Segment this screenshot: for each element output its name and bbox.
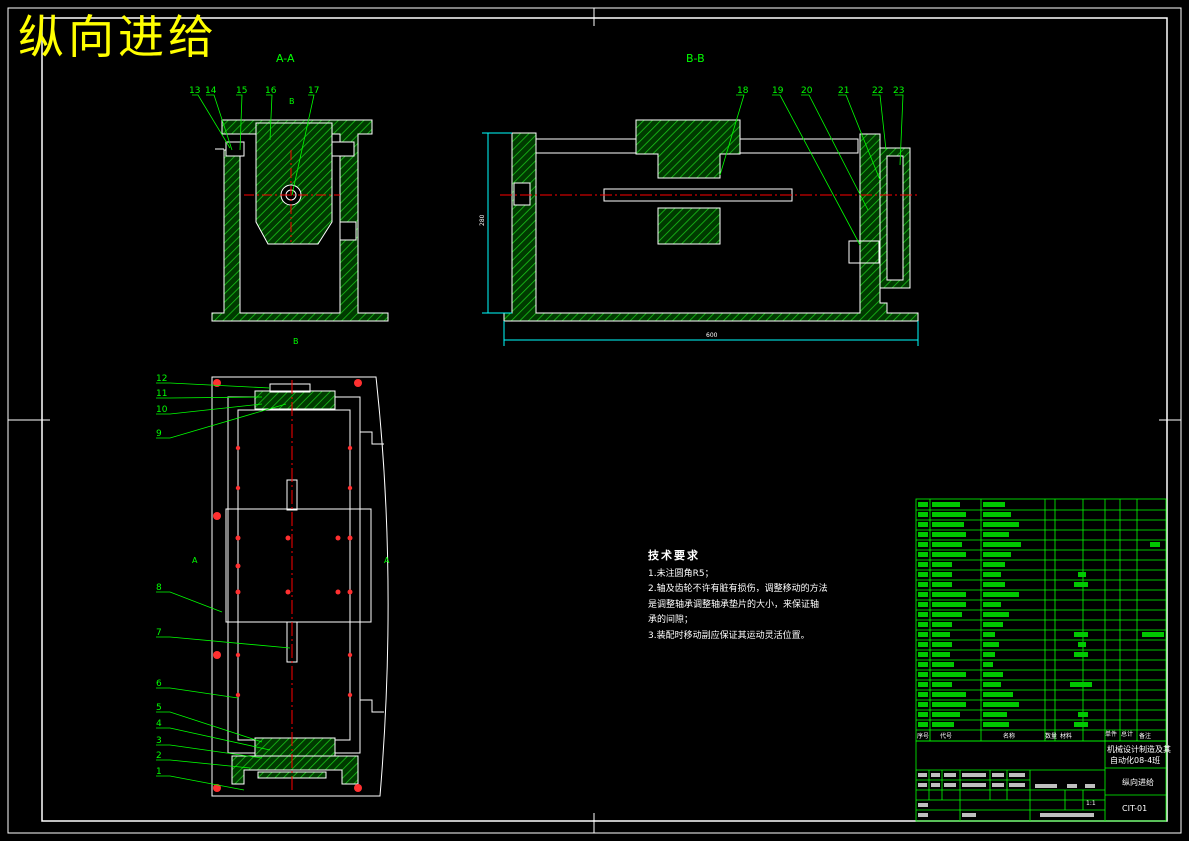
callout-12: 12 bbox=[156, 374, 167, 384]
hdr-no: 序号 bbox=[917, 732, 929, 740]
callout-8: 8 bbox=[156, 583, 162, 593]
plan-end-block-top bbox=[254, 390, 336, 410]
hdr-material: 材料 bbox=[1060, 732, 1072, 740]
hdr-code: 代号 bbox=[940, 732, 952, 740]
callout-numbers: 13 14 15 16 17 18 19 20 21 22 23 12 11 1… bbox=[156, 86, 904, 777]
plan-view bbox=[211, 376, 389, 797]
aa-body-hatch bbox=[211, 119, 389, 322]
callout-23: 23 bbox=[893, 86, 904, 96]
dim-height: 280 bbox=[479, 214, 486, 226]
dim-width: 600 bbox=[706, 332, 718, 339]
label-a-left: A bbox=[192, 556, 198, 565]
section-a-a-view bbox=[211, 119, 389, 322]
callout-19: 19 bbox=[772, 86, 784, 96]
hdr-name: 名称 bbox=[1003, 732, 1015, 740]
technical-requirements: 技术要求 1.未注圆角R5； 2.轴及齿轮不许有脏有损伤，调整移动的方法 是调整… bbox=[648, 548, 828, 644]
label-a-a: A-A bbox=[276, 52, 295, 65]
label-b-b: B-B bbox=[686, 52, 705, 65]
hdr-unit: 单件 bbox=[1105, 730, 1117, 738]
view-labels: A-A B-B B B A A bbox=[192, 52, 705, 565]
callout-17: 17 bbox=[308, 86, 319, 96]
bb-dimensions bbox=[482, 132, 919, 346]
drawing-name: 纵向进给 bbox=[1122, 777, 1154, 787]
callout-13: 13 bbox=[189, 86, 200, 96]
callout-3: 3 bbox=[156, 736, 162, 746]
label-b-bottom: B bbox=[293, 337, 299, 346]
callout-leaders bbox=[156, 94, 904, 791]
bb-carriage-bottom-hatch bbox=[657, 207, 721, 245]
title-block-texts: 机械设计制造及其 自动化08-4班 纵向进给 CIT-01 1:1 bbox=[1086, 744, 1171, 813]
scale: 1:1 bbox=[1086, 800, 1096, 807]
design-title-1: 机械设计制造及其 bbox=[1107, 744, 1171, 754]
callout-11: 11 bbox=[156, 389, 167, 399]
plan-outline bbox=[211, 376, 389, 797]
parts-list-cells bbox=[918, 502, 1164, 727]
aa-centerlines bbox=[244, 150, 340, 242]
drawing-no: CIT-01 bbox=[1122, 804, 1147, 813]
title-block bbox=[915, 740, 1167, 822]
tech-line-1: 1.未注圆角R5； bbox=[648, 568, 714, 579]
callout-5: 5 bbox=[156, 703, 162, 713]
callout-16: 16 bbox=[265, 86, 277, 96]
mount-holes bbox=[213, 379, 362, 792]
callout-15: 15 bbox=[236, 86, 247, 96]
aa-carriage-hatch bbox=[255, 122, 333, 245]
callout-4: 4 bbox=[156, 719, 162, 729]
callout-1: 1 bbox=[156, 767, 162, 777]
callout-14: 14 bbox=[205, 86, 217, 96]
drawing-title: 纵向进给 bbox=[18, 10, 218, 64]
title-block-headers: 序号 代号 名称 数量 材料 单件 总计 备注 bbox=[917, 730, 1151, 740]
plan-bracket-bottom bbox=[231, 755, 359, 785]
callout-21: 21 bbox=[838, 86, 849, 96]
hdr-qty: 数量 bbox=[1045, 732, 1057, 740]
design-title-2: 自动化08-4班 bbox=[1110, 755, 1160, 765]
hdr-total: 总计 bbox=[1121, 730, 1133, 738]
bb-carriage-top-hatch bbox=[635, 119, 741, 179]
drawing-frame bbox=[7, 7, 1182, 834]
parts-list bbox=[915, 498, 1167, 742]
plan-end-block-bottom bbox=[254, 737, 336, 757]
callout-10: 10 bbox=[156, 405, 168, 415]
label-b-top: B bbox=[289, 97, 295, 106]
callout-7: 7 bbox=[156, 628, 162, 638]
bb-frame-hatch bbox=[503, 132, 919, 322]
tech-line-3: 是调整轴承调整轴承垫片的大小，来保证轴 bbox=[648, 599, 820, 610]
tech-line-4: 承的间隙； bbox=[648, 615, 694, 625]
hdr-remark: 备注 bbox=[1139, 732, 1151, 740]
tech-heading: 技术要求 bbox=[648, 549, 700, 562]
tech-line-5: 3.装配时移动副应保证其运动灵活位置。 bbox=[648, 630, 810, 641]
callout-18: 18 bbox=[737, 86, 749, 96]
callout-20: 20 bbox=[801, 86, 813, 96]
callout-6: 6 bbox=[156, 679, 162, 689]
label-a-right: A bbox=[384, 556, 390, 565]
title-block-small-cells bbox=[918, 773, 1095, 817]
tech-line-2: 2.轴及齿轮不许有脏有损伤，调整移动的方法 bbox=[648, 584, 828, 594]
callout-2: 2 bbox=[156, 751, 162, 761]
section-b-b-view: 280 600 bbox=[479, 119, 919, 346]
callout-9: 9 bbox=[156, 429, 162, 439]
callout-22: 22 bbox=[872, 86, 883, 96]
